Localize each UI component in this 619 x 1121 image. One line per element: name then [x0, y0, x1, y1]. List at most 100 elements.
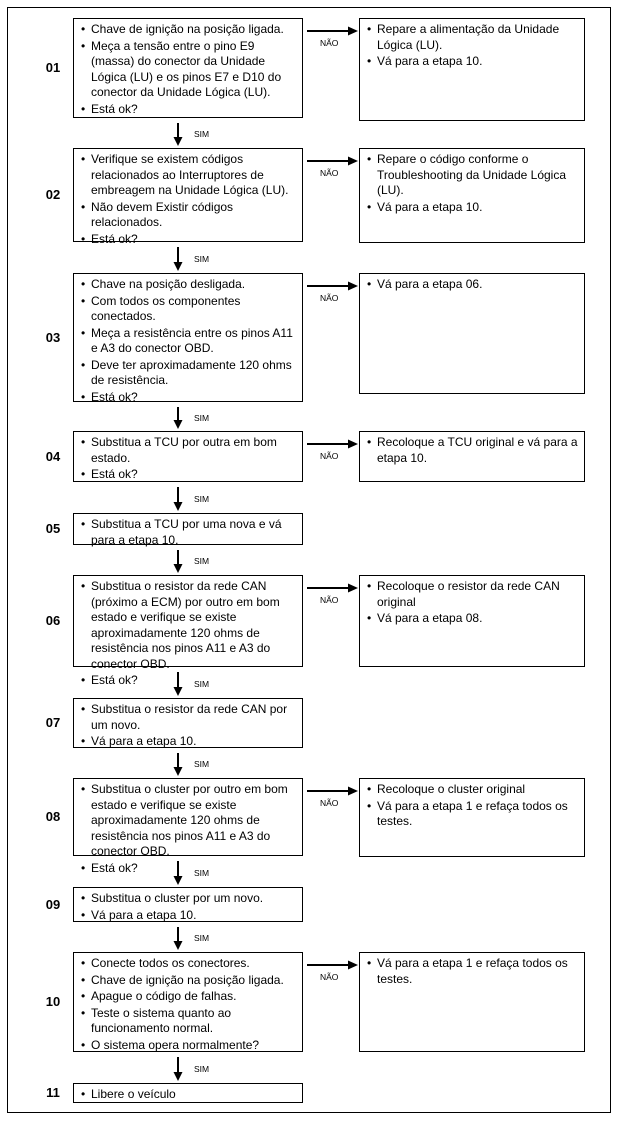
arrow-head-icon — [173, 137, 183, 146]
arrow-head-icon — [348, 786, 358, 796]
bullet-item: Está ok? — [81, 102, 298, 118]
arrow-head-icon — [348, 156, 358, 166]
action-box: Vá para a etapa 1 e refaça todos os test… — [359, 952, 585, 1052]
no-label: NÃO — [320, 451, 339, 461]
bullet-item: Meça a tensão entre o pino E9 (massa) do… — [81, 39, 298, 101]
action-box: Repare a alimentação da Unidade Lógica (… — [359, 18, 585, 121]
condition-box: Substitua o resistor da rede CAN por um … — [73, 698, 303, 750]
arrow-head-icon — [348, 960, 358, 970]
bullet-item: Vá para a etapa 10. — [81, 734, 298, 750]
bullet-item: Deve ter aproximadamente 120 ohms de res… — [81, 358, 298, 389]
bullet-item: Está ok? — [81, 861, 298, 877]
bullet-item: Chave na posição desligada. — [81, 277, 298, 293]
step-number: 09 — [45, 896, 61, 912]
action-box: Recoloque o cluster originalVá para a et… — [359, 778, 585, 857]
bullet-item: Está ok? — [81, 390, 298, 406]
condition-box: Substitua a TCU por outra em bom estado.… — [73, 431, 303, 482]
bullet-item: Repare a alimentação da Unidade Lógica (… — [367, 22, 580, 53]
bullet-item: Repare o código conforme o Troubleshooti… — [367, 152, 580, 199]
no-label: NÃO — [320, 595, 339, 605]
arrow-head-icon — [173, 767, 183, 776]
action-box: Recoloque o resistor da rede CAN origina… — [359, 575, 585, 667]
yes-label: SIM — [194, 933, 210, 943]
bullet-item: Conecte todos os conectores. — [81, 956, 298, 972]
no-label: NÃO — [320, 972, 339, 982]
arrow-head-icon — [173, 687, 183, 696]
step-number: 05 — [45, 521, 61, 536]
step-number: 08 — [45, 809, 61, 824]
bullet-item: Substitua o resistor da rede CAN (próxim… — [81, 579, 298, 672]
bullet-item: Chave de ignição na posição ligada. — [81, 22, 298, 38]
no-label: NÃO — [320, 798, 339, 808]
arrow-head-icon — [173, 941, 183, 950]
bullet-item: Não devem Existir códigos relacionados. — [81, 200, 298, 231]
step-number: 06 — [45, 613, 61, 628]
bullet-item: Meça a resistência entre os pinos A11 e … — [81, 326, 298, 357]
arrow-head-icon — [348, 26, 358, 36]
bullet-item: Recoloque o resistor da rede CAN origina… — [367, 579, 580, 610]
condition-box: Substitua o resistor da rede CAN (próxim… — [73, 575, 303, 688]
bullet-item: Está ok? — [81, 673, 298, 689]
condition-box: Conecte todos os conectores.Chave de ign… — [73, 952, 303, 1054]
bullet-item: Substitua o cluster por outro em bom est… — [81, 782, 298, 860]
bullet-item: Substitua o cluster por um novo. — [81, 891, 298, 907]
bullet-item: Vá para a etapa 08. — [367, 611, 580, 627]
yes-label: SIM — [194, 412, 210, 423]
bullet-item: Substitua o resistor da rede CAN por um … — [81, 702, 298, 733]
action-box: Vá para a etapa 06. — [359, 273, 585, 394]
step-number: 10 — [45, 994, 61, 1009]
bullet-item: Verifique se existem códigos relacionado… — [81, 152, 298, 199]
bullet-item: Chave de ignição na posição ligada. — [81, 973, 298, 989]
bullet-item: Vá para a etapa 1 e refaça todos os test… — [367, 799, 580, 830]
arrow-head-icon — [348, 439, 358, 449]
bullet-item: Recoloque a TCU original e vá para a eta… — [367, 435, 580, 466]
condition-box: Libere o veículo — [73, 1083, 303, 1103]
arrow-head-icon — [173, 420, 183, 429]
arrow-head-icon — [348, 583, 358, 593]
bullet-item: Está ok? — [81, 232, 298, 248]
bullet-item: Está ok? — [81, 467, 298, 483]
bullet-item: Recoloque o cluster original — [367, 782, 580, 798]
bullet-item: Com todos os componentes conectados. — [81, 294, 298, 325]
bullet-item: Vá para a etapa 10. — [81, 908, 298, 924]
bullet-item: Substitua a TCU por uma nova e vá para a… — [81, 517, 298, 548]
bullet-item: Vá para a etapa 10. — [367, 54, 580, 70]
arrow-head-icon — [173, 564, 183, 573]
yes-label: SIM — [194, 493, 210, 504]
no-label: NÃO — [320, 38, 339, 48]
arrow-head-icon — [173, 262, 183, 271]
diagram-frame — [7, 7, 611, 1113]
step-number: 03 — [45, 329, 61, 345]
condition-box: Substitua a TCU por uma nova e vá para a… — [73, 513, 303, 548]
step-number: 04 — [45, 448, 61, 464]
bullet-item: Apague o código de falhas. — [81, 989, 298, 1005]
bullet-item: Libere o veículo — [81, 1087, 298, 1103]
step-number: 07 — [45, 715, 61, 730]
no-label: NÃO — [320, 293, 339, 303]
step-number: 01 — [45, 60, 61, 75]
yes-label: SIM — [194, 129, 210, 139]
bullet-item: Vá para a etapa 1 e refaça todos os test… — [367, 956, 580, 987]
condition-box: Verifique se existem códigos relacionado… — [73, 148, 303, 247]
bullet-item: Vá para a etapa 10. — [367, 200, 580, 216]
bullet-item: Vá para a etapa 06. — [367, 277, 580, 293]
condition-box: Chave de ignição na posição ligada.Meça … — [73, 18, 303, 118]
arrow-head-icon — [173, 876, 183, 885]
arrow-head-icon — [348, 281, 358, 291]
bullet-item: Teste o sistema quanto ao funcionamento … — [81, 1006, 298, 1037]
bullet-item: O sistema opera normalmente? — [81, 1038, 298, 1054]
yes-label: SIM — [194, 867, 210, 878]
no-label: NÃO — [320, 168, 339, 178]
condition-box: Substitua o cluster por um novo.Vá para … — [73, 887, 303, 924]
arrow-head-icon — [173, 1072, 183, 1081]
action-box: Repare o código conforme o Troubleshooti… — [359, 148, 585, 243]
step-number: 02 — [45, 187, 61, 202]
yes-label: SIM — [194, 253, 210, 264]
yes-label: SIM — [194, 678, 210, 689]
yes-label: SIM — [194, 759, 210, 769]
bullet-item: Substitua a TCU por outra em bom estado. — [81, 435, 298, 466]
arrow-head-icon — [173, 502, 183, 511]
condition-box: Chave na posição desligada.Com todos os … — [73, 273, 303, 405]
yes-label: SIM — [194, 556, 210, 566]
